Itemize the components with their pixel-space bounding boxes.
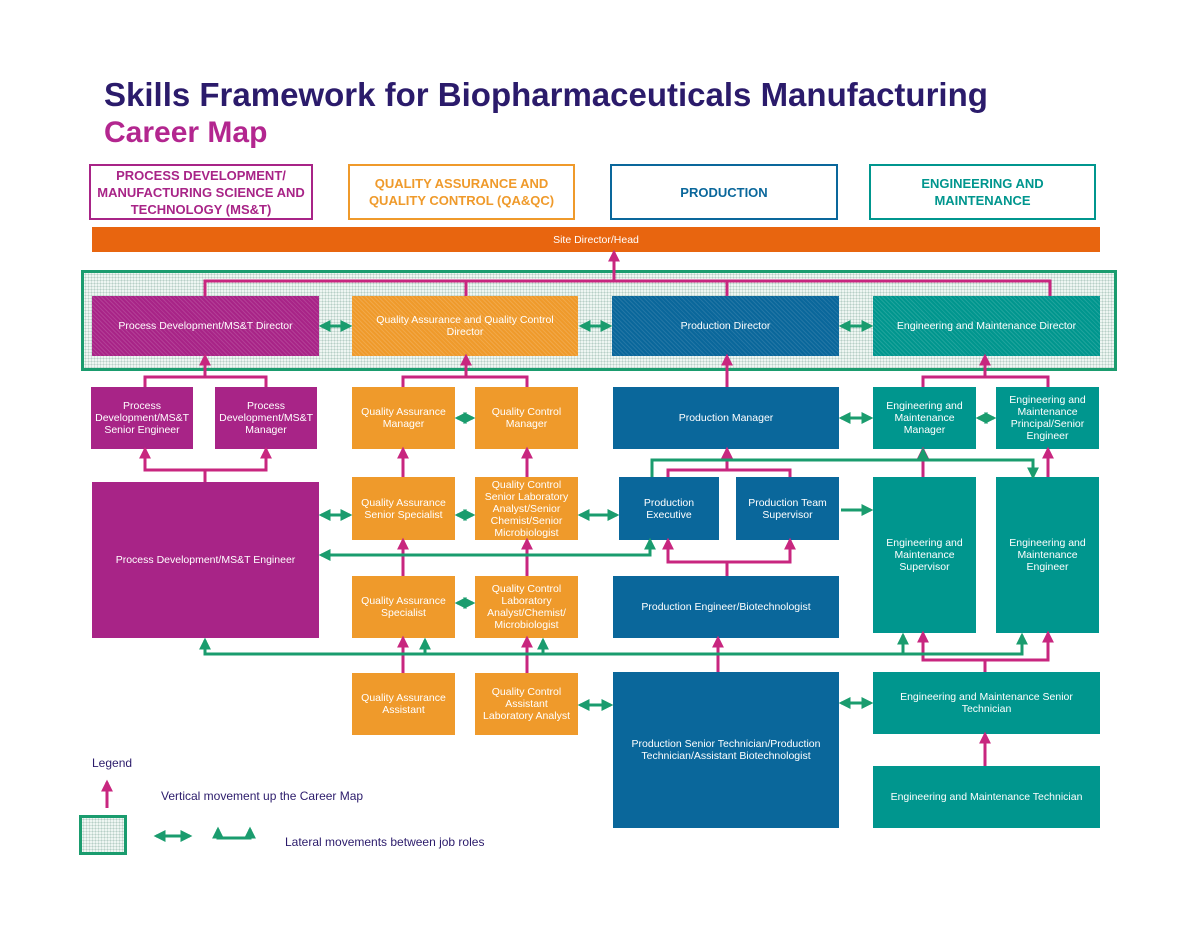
page-title: Skills Framework for Biopharmaceuticals … (104, 76, 988, 113)
role-qc-senior-analyst: Quality Control Senior Laboratory Analys… (475, 477, 578, 540)
role-msat-senior-engineer: Process Development/MS&T Senior Engineer (91, 387, 193, 449)
role-production-team-supervisor: Production Team Supervisor (736, 477, 839, 540)
role-em-technician: Engineering and Maintenance Technician (873, 766, 1100, 828)
role-em-senior-technician: Engineering and Maintenance Senior Techn… (873, 672, 1100, 734)
role-production-engineer: Production Engineer/Biotechnologist (613, 576, 839, 638)
site-director-bar: Site Director/Head (92, 227, 1100, 252)
legend-lateral-label: Lateral movements between job roles (285, 835, 485, 849)
role-msat-manager: Process Development/MS&T Manager (215, 387, 317, 449)
track-header-qaqc: QUALITY ASSURANCE AND QUALITY CONTROL (Q… (348, 164, 575, 220)
role-qc-assistant: Quality Control Assistant Laboratory Ana… (475, 673, 578, 735)
role-qaqc-director: Quality Assurance and Quality Control Di… (352, 296, 578, 356)
role-em-manager: Engineering and Maintenance Manager (873, 387, 976, 449)
role-em-supervisor: Engineering and Maintenance Supervisor (873, 477, 976, 633)
role-engineering-director: Engineering and Maintenance Director (873, 296, 1100, 356)
role-qc-manager: Quality Control Manager (475, 387, 578, 449)
track-header-msat: PROCESS DEVELOPMENT/ MANUFACTURING SCIEN… (89, 164, 313, 220)
track-header-production: PRODUCTION (610, 164, 838, 220)
role-qa-senior-specialist: Quality Assurance Senior Specialist (352, 477, 455, 540)
role-qa-assistant: Quality Assurance Assistant (352, 673, 455, 735)
role-production-manager: Production Manager (613, 387, 839, 449)
role-msat-engineer: Process Development/MS&T Engineer (92, 482, 319, 638)
legend-vertical-label: Vertical movement up the Career Map (161, 789, 364, 803)
legend-title: Legend (92, 756, 133, 770)
role-em-engineer: Engineering and Maintenance Engineer (996, 477, 1099, 633)
role-qa-specialist: Quality Assurance Specialist (352, 576, 455, 638)
role-qc-analyst: Quality Control Laboratory Analyst/Chemi… (475, 576, 578, 638)
legend-lateral-swatch (79, 815, 127, 855)
role-production-senior-technician: Production Senior Technician/Production … (613, 672, 839, 828)
track-header-engineering: ENGINEERING AND MAINTENANCE (869, 164, 1096, 220)
role-em-principal: Engineering and Maintenance Principal/Se… (996, 387, 1099, 449)
role-msat-director: Process Development/MS&T Director (92, 296, 319, 356)
role-qa-manager: Quality Assurance Manager (352, 387, 455, 449)
role-production-director: Production Director (612, 296, 839, 356)
role-production-executive: Production Executive (619, 477, 719, 540)
page-subtitle: Career Map (104, 116, 268, 149)
